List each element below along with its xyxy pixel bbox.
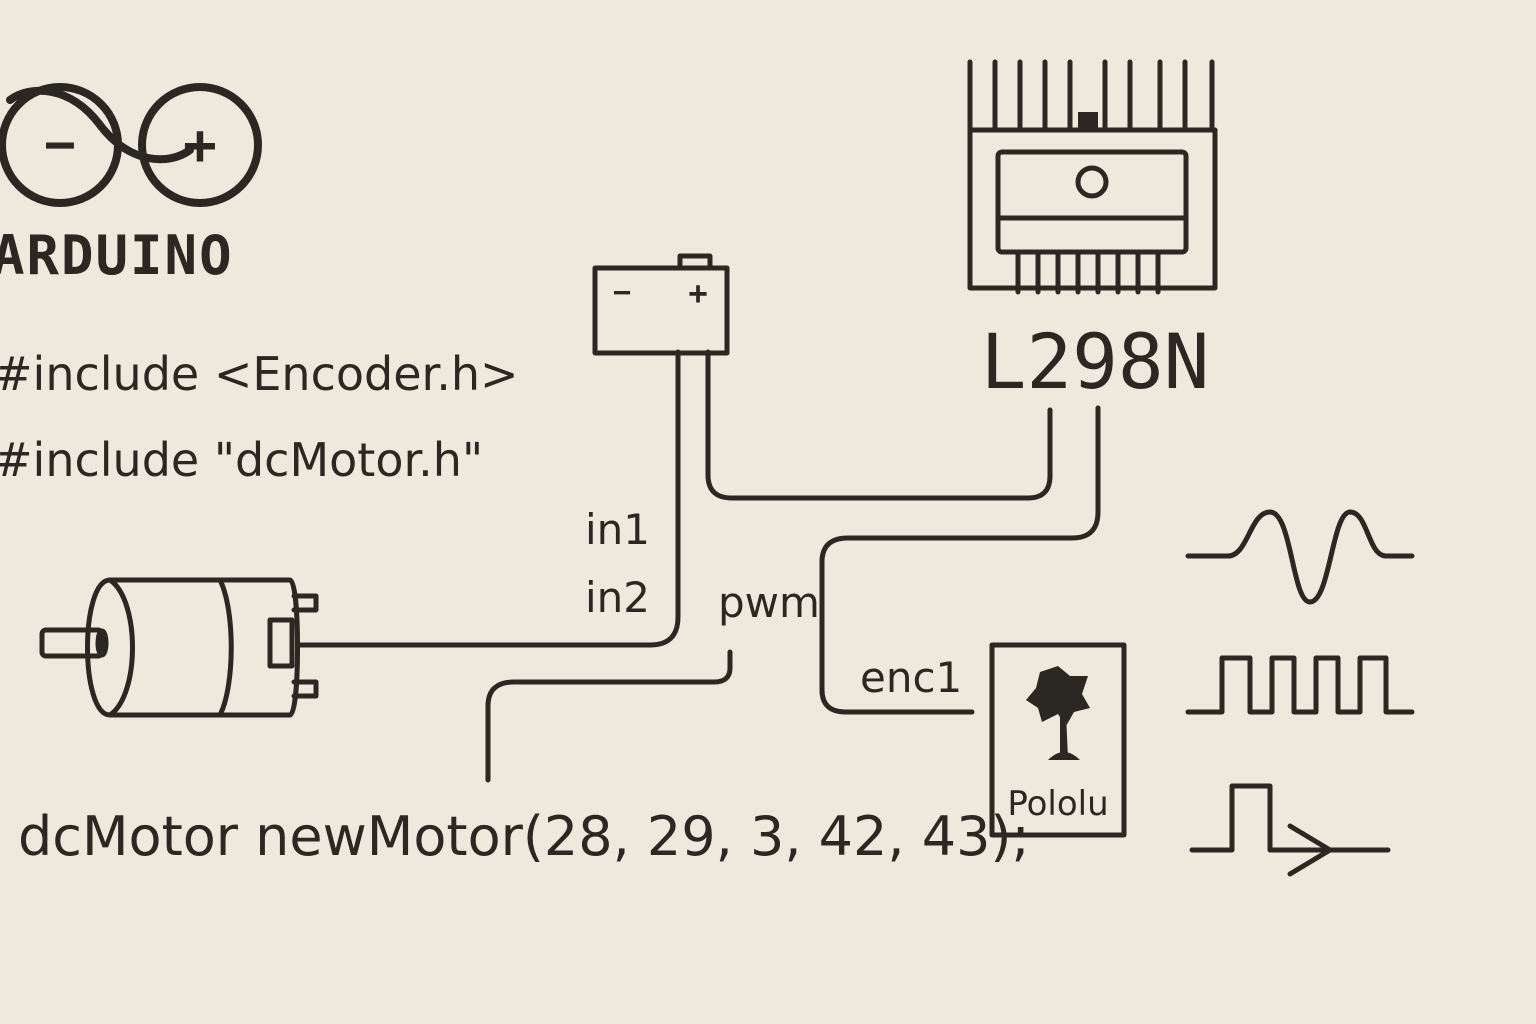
- code-constructor: dcMotor newMotor(28, 29, 3, 42, 43);: [18, 805, 1030, 868]
- code-include-dcmotor: #include "dcMotor.h": [0, 433, 483, 487]
- motor-terminal-top: [291, 593, 319, 613]
- pololu-board-outline: [989, 642, 1127, 838]
- wire-label-enc1: enc1: [860, 653, 962, 702]
- arduino-wordmark: ARDUINO: [0, 224, 234, 287]
- logo-plus-icon: +: [183, 113, 217, 178]
- chip-package: [995, 149, 1189, 255]
- logo-minus-icon: −: [44, 115, 75, 175]
- wires: [297, 349, 1101, 783]
- battery-plus-icon: +: [688, 274, 707, 312]
- code-include-encoder: #include <Encoder.h>: [0, 347, 519, 401]
- l298n-label: L298N: [981, 317, 1210, 406]
- chip-outer-body: [967, 127, 1218, 291]
- wire-pwm: [485, 649, 733, 783]
- pololu-board: Pololu: [989, 642, 1127, 838]
- chip-pins: [1015, 249, 1161, 295]
- motor-shaft: [39, 627, 105, 659]
- l298n-chip-icon: L298N: [967, 59, 1218, 406]
- wire-label-pwm: pwm: [718, 578, 820, 627]
- chip-mount-hole: [1075, 165, 1109, 199]
- pulse-arrow-icon: [1189, 783, 1391, 877]
- wire-battery-driver: [705, 349, 1053, 501]
- motor-band: [217, 577, 234, 718]
- infinity-right-ring: [138, 83, 262, 207]
- square-wave-icon: [1185, 655, 1415, 715]
- motor-body: [85, 577, 300, 718]
- infinity-left-ring: [0, 83, 122, 207]
- pololu-brand: Pololu: [1007, 784, 1108, 824]
- motor-shaft-end: [95, 628, 109, 658]
- motor-terminal-bottom: [291, 679, 319, 699]
- dc-motor-icon: [39, 577, 319, 718]
- battery-icon: − +: [592, 253, 730, 356]
- motor-front-face: [107, 577, 135, 718]
- battery-body: [592, 265, 730, 356]
- battery-terminal: [677, 253, 713, 271]
- sine-wave-icon: [1185, 509, 1415, 605]
- heatsink-fins: [967, 59, 1215, 133]
- wire-driver-enc1: [819, 405, 1101, 715]
- pololu-logo-icon: [1026, 666, 1090, 760]
- wire-label-in1: in1: [585, 505, 650, 554]
- wire-motor-in: [297, 349, 681, 648]
- wire-label-in2: in2: [585, 573, 650, 622]
- arduino-logo: − + ARDUINO: [0, 83, 262, 287]
- motor-back-cap: [267, 617, 295, 669]
- battery-minus-icon: −: [613, 275, 631, 310]
